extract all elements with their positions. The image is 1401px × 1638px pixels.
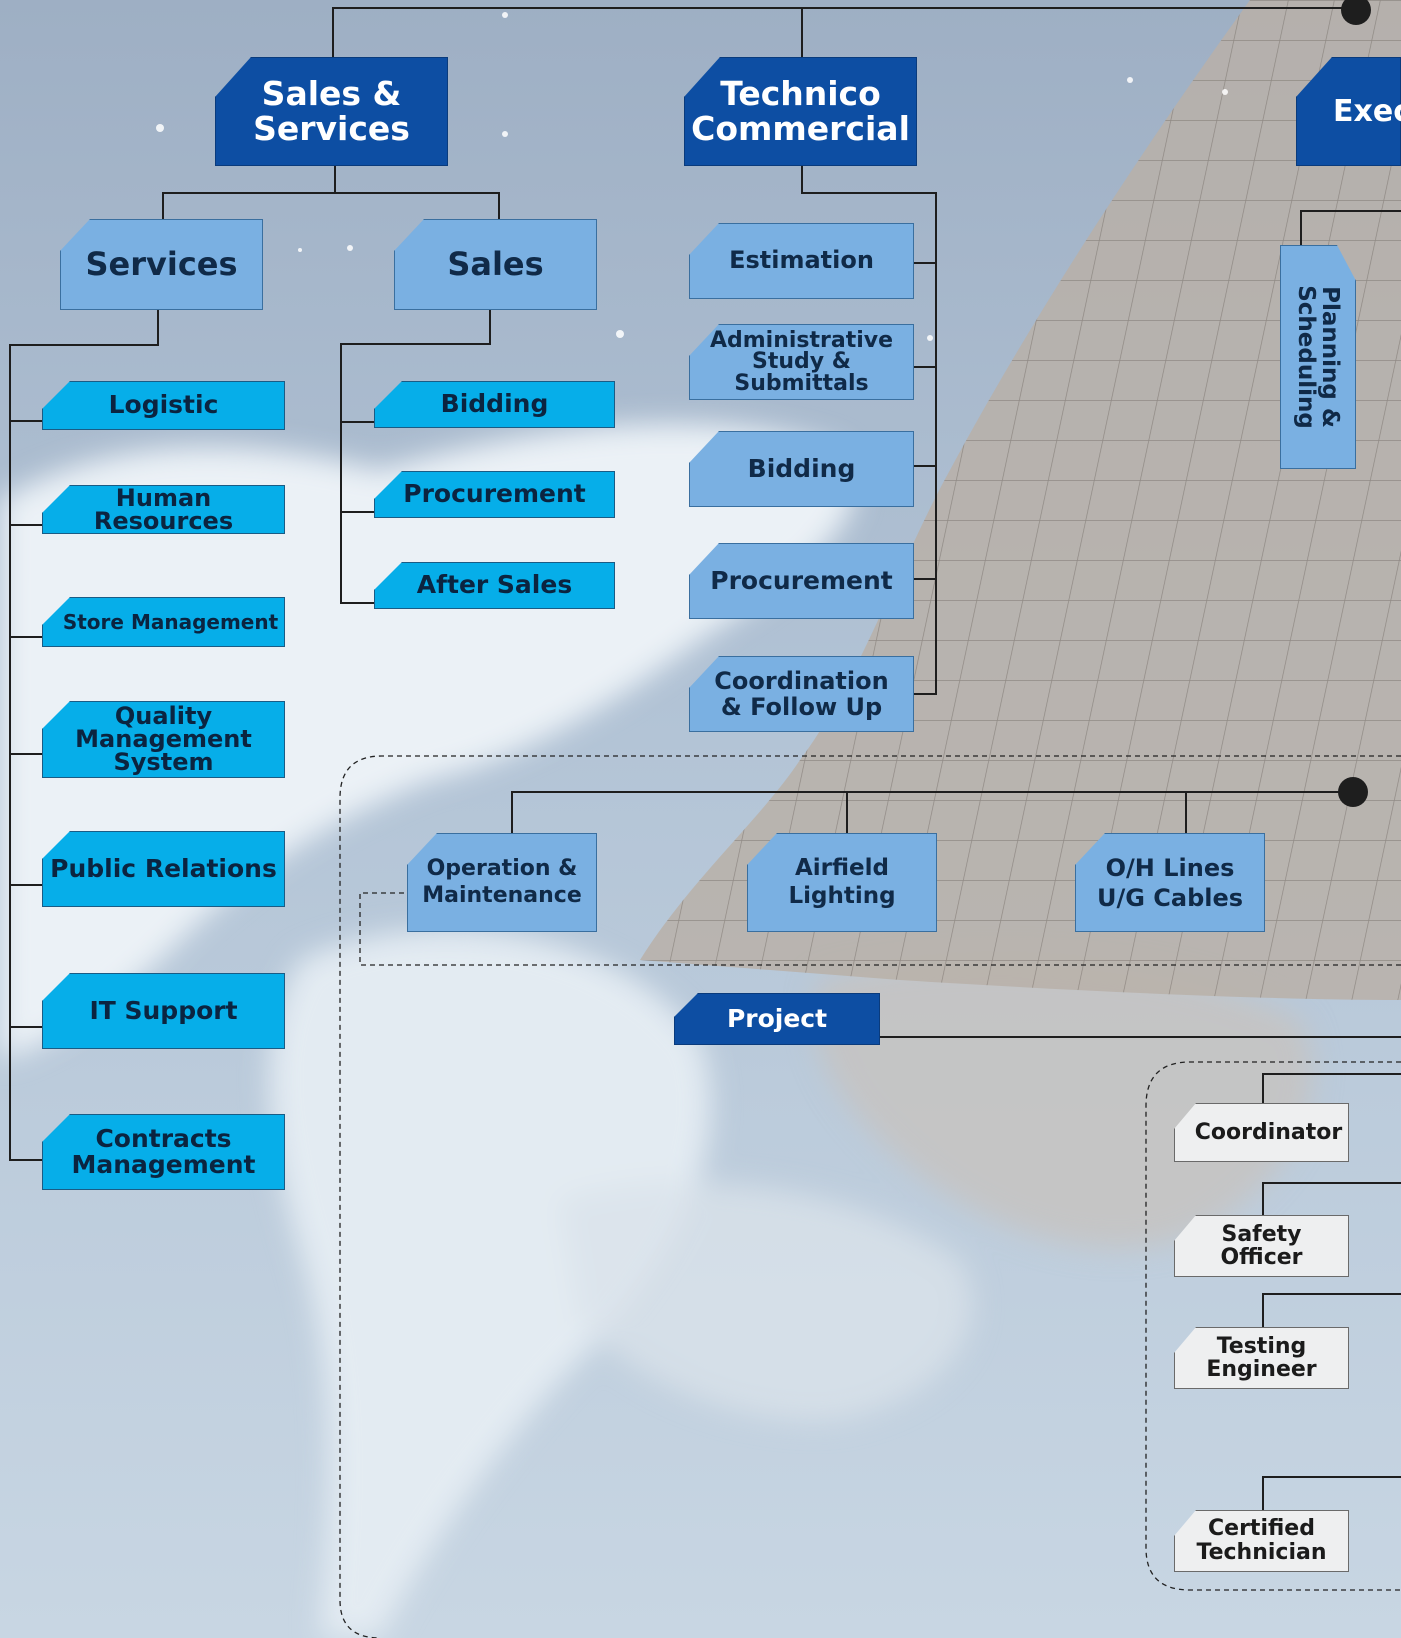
services-item-store-management: Store Management [42, 597, 285, 647]
project-label: Project [726, 1003, 828, 1033]
staff-certified-technician: Certified Technician [1174, 1510, 1349, 1572]
sales-item-bidding: Bidding [374, 381, 615, 428]
planning-scheduling-box: Planning & Scheduling [1280, 245, 1356, 469]
sales-item-after-sales: After Sales [374, 562, 615, 609]
division-airfield-lighting: Airfield Lighting [747, 833, 937, 932]
sales-box: Sales [394, 219, 597, 310]
technico-commercial-box: Technico Commercial [684, 57, 917, 166]
execution-box: Exec [1296, 57, 1401, 166]
technico-item-estimation: Estimation [689, 223, 914, 299]
sales-label: Sales [447, 244, 544, 283]
technico-item-bidding: Bidding [689, 431, 914, 507]
technico-item-procurement: Procurement [689, 543, 914, 619]
division-oh-lines-ug-cables: O/H Lines U/G Cables [1075, 833, 1265, 932]
sales-item-procurement: Procurement [374, 471, 615, 518]
staff-safety-officer: Safety Officer [1174, 1215, 1349, 1277]
execution-label: Exec [1333, 93, 1401, 129]
services-item-it-support: IT Support [42, 973, 285, 1049]
planning-scheduling-label: Planning & Scheduling [1293, 285, 1344, 429]
staff-testing-engineer: Testing Engineer [1174, 1327, 1349, 1389]
division-operation-maintenance: Operation & Maintenance [407, 833, 597, 932]
technico-commercial-label: Technico Commercial [691, 73, 910, 148]
services-item-quality-management-system: Quality Management System [42, 701, 285, 778]
sales-services-label: Sales & Services [253, 73, 410, 148]
project-box: Project [674, 993, 880, 1045]
sales-services-box: Sales & Services [215, 57, 448, 166]
technico-item-coordination: Coordination & Follow Up [689, 656, 914, 732]
services-item-contracts-management: Contracts Management [42, 1114, 285, 1190]
staff-coordinator: Coordinator [1174, 1103, 1349, 1162]
services-box: Services [60, 219, 263, 310]
services-label: Services [85, 244, 238, 283]
services-item-logistic: Logistic [42, 381, 285, 430]
services-item-human-resources: Human Resources [42, 485, 285, 534]
technico-item-administrative-study: Administrative Study & Submittals [689, 324, 914, 400]
services-item-public-relations: Public Relations [42, 831, 285, 907]
